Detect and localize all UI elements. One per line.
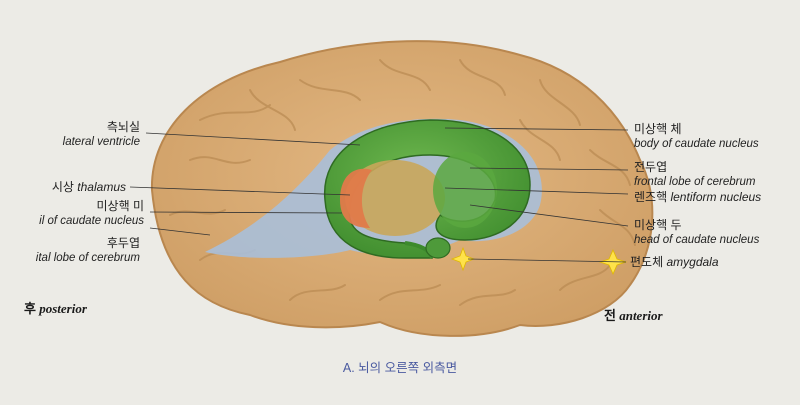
brain-gyri	[169, 59, 636, 306]
direction-posterior: 후 posterior	[24, 301, 87, 316]
lentiform-nucleus-shape	[345, 160, 445, 236]
thalamus-shape	[340, 168, 372, 228]
amygdala-shape	[425, 237, 451, 259]
label-thalamus: 시상 thalamus	[51, 180, 126, 194]
label-amygdala: 편도체 amygdala	[630, 255, 719, 269]
label-frontal-lobe: 전두엽 frontal lobe of cerebrum	[634, 160, 756, 188]
label-lentiform: 렌즈핵 lentiform nucleus	[634, 190, 762, 204]
label-body-caudate: 미상핵 체 body of caudate nucleus	[634, 122, 759, 150]
direction-anterior: 전 anterior	[604, 308, 663, 323]
label-lateral-ventricle: 측뇌실 lateral ventricle	[62, 120, 140, 148]
label-tail-caudate: 미상핵 미 il of caudate nucleus	[39, 199, 144, 227]
leader-lines	[129, 127, 629, 263]
label-occipital-lobe: 후두엽 ital lobe of cerebrum	[35, 236, 140, 264]
star-icon	[450, 246, 476, 272]
figure-caption: A. 뇌의 오른쪽 외측면	[342, 361, 458, 375]
label-head-caudate: 미상핵 두 head of caudate nucleus	[634, 218, 760, 246]
caudate-head-shape	[433, 152, 497, 228]
